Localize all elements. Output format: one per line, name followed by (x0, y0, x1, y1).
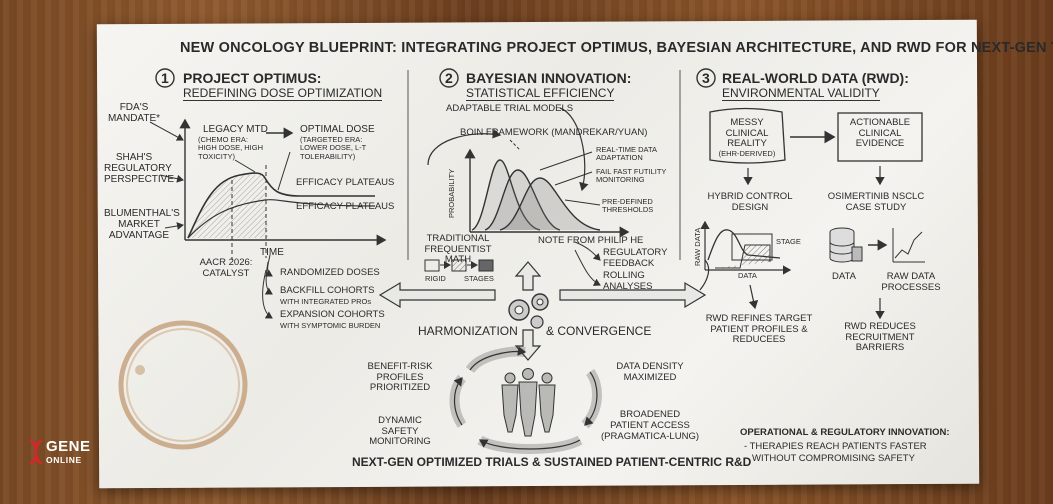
adaptable-models: ADAPTABLE TRIAL MODELS (446, 103, 574, 114)
coffee-stain (118, 320, 248, 450)
section-1-number: 1 (161, 70, 169, 86)
data-density-label: DATA DENSITY MAXIMIZED (616, 361, 684, 383)
footer-banner: NEXT-GEN OPTIMIZED TRIALS & SUSTAINED PA… (352, 455, 752, 469)
data-axis-label: DATA (738, 271, 757, 280)
regulatory-feedback: REGULATORY FEEDBACK (603, 247, 668, 269)
actionable-evidence: ACTIONABLE CLINICAL EVIDENCE (849, 117, 911, 150)
section-1-circle (155, 68, 175, 88)
logo-online-text: ONLINE (46, 455, 82, 465)
bayesian-curves (424, 107, 630, 286)
stages-label: STAGES (464, 274, 494, 283)
section-3-heading: REAL-WORLD DATA (RWD): (722, 70, 909, 86)
dose-chart (149, 118, 387, 319)
fda-mandate: FDA'S MANDATE* (107, 102, 161, 125)
legacy-mtd-sub: (CHEMO ERA: HIGH DOSE, HIGH TOXICITY) (198, 135, 264, 161)
logo-gene-text: GENE (46, 438, 91, 455)
note-philip-he: NOTE FROM PHILIP HE (538, 235, 644, 246)
optimal-dose-sub: (TARGETED ERA: LOWER DOSE, L-T TOLERABIL… (300, 135, 367, 161)
operational-line-2: WITHOUT COMPROMISING SAFETY (752, 453, 915, 464)
harmonization-label: HARMONIZATION (418, 324, 518, 338)
dna-icon (29, 438, 43, 466)
broadened-access-label: BROADENED PATIENT ACCESS (610, 409, 690, 431)
shah-perspective: SHAH'S REGULATORY PERSPECTIVE (104, 152, 175, 186)
predefined-thresholds: PRE-DEFINED THRESHOLDS (602, 197, 654, 215)
stage-label: STAGE (776, 237, 801, 246)
rigid-label: RIGID (425, 274, 446, 283)
expansion-cohorts: EXPANSION COHORTS (280, 309, 385, 320)
boin-framework: BOIN FRAMEWORK (MANDREKAR/YUAN) (460, 127, 648, 138)
section-2-circle (439, 68, 459, 88)
blumenthal-advantage: BLUMENTHAL'S MARKET ADVANTAGE (104, 208, 180, 242)
optimal-dose-label: OPTIMAL DOSE (300, 124, 375, 135)
traditional-frequentist: TRADITIONAL FREQUENTIST MATH (424, 233, 492, 266)
convergence-label: & CONVERGENCE (546, 324, 652, 338)
dynamic-safety-label: DYNAMIC SAFETY MONITORING (369, 415, 431, 448)
rolling-analyses: ROLLING ANALYSES (603, 270, 653, 292)
operational-title: OPERATIONAL & REGULATORY INNOVATION: (740, 427, 950, 438)
hybrid-control-design: HYBRID CONTROL DESIGN (707, 191, 793, 213)
ehr-derived: (EHR-DERIVED) (718, 149, 776, 158)
gene-online-logo: GENE ONLINE (26, 438, 90, 474)
operational-line-1: - THERAPIES REACH PATIENTS FASTER (744, 441, 927, 452)
section-3-number: 3 (702, 70, 710, 86)
data-label: DATA (832, 271, 856, 282)
backfill-sub: WITH INTEGRATED PROs (280, 297, 372, 306)
fail-fast-monitoring: FAIL FAST FUTILITY MONITORING (596, 167, 667, 185)
section-2-heading: BAYESIAN INNOVATION: (466, 70, 632, 86)
section-1-subheading: REDEFINING DOSE OPTIMIZATION (183, 86, 383, 102)
efficacy-plateau-2: EFFICACY PLATEAUS (296, 201, 395, 212)
aacr-catalyst: AACR 2026: CATALYST (199, 257, 253, 279)
cycle-arrows (449, 346, 602, 454)
section-3-circle (696, 68, 716, 88)
page-title: NEW ONCOLOGY BLUEPRINT: INTEGRATING PROJ… (180, 40, 1053, 56)
raw-data-processes: RAW DATA PROCESSES (881, 271, 941, 293)
pragmatica-label: (PRAGMATICA-LUNG) (601, 431, 699, 442)
legacy-mtd-label: LEGACY MTD (203, 124, 268, 135)
benefit-risk-label: BENEFIT-RISK PROFILES PRIORITIZED (367, 361, 433, 394)
raw-data-axis: RAW DATA (693, 227, 702, 266)
rwd-diagram (700, 107, 925, 320)
section-1-heading: PROJECT OPTIMUS: (183, 70, 322, 86)
section-3-subheading: ENVIRONMENTAL VALIDITY (722, 86, 880, 102)
rwd-refines: RWD REFINES TARGET PATIENT PROFILES & RE… (705, 313, 813, 346)
efficacy-plateau-1: EFFICACY PLATEAUS (296, 177, 395, 188)
backfill-cohorts: BACKFILL COHORTS (280, 285, 375, 296)
rwd-reduces: RWD REDUCES RECRUITMENT BARRIERS (844, 321, 916, 354)
section-2-subheading: STATISTICAL EFFICIENCY (466, 86, 615, 102)
probability-axis-label: PROBABILITY (447, 168, 456, 218)
real-time-adaptation: REAL-TIME DATA ADAPTATION (596, 145, 657, 163)
messy-clinical-reality: MESSY CLINICAL REALITY (725, 117, 769, 150)
time-axis-label: TIME (260, 247, 284, 258)
randomized-doses: RANDOMIZED DOSES (280, 267, 380, 278)
section-2-number: 2 (445, 70, 453, 86)
osimertinib-case-study: OSIMERTINIB NSCLC CASE STUDY (827, 191, 925, 213)
expansion-sub: WITH SYMPTOMIC BURDEN (280, 321, 381, 330)
